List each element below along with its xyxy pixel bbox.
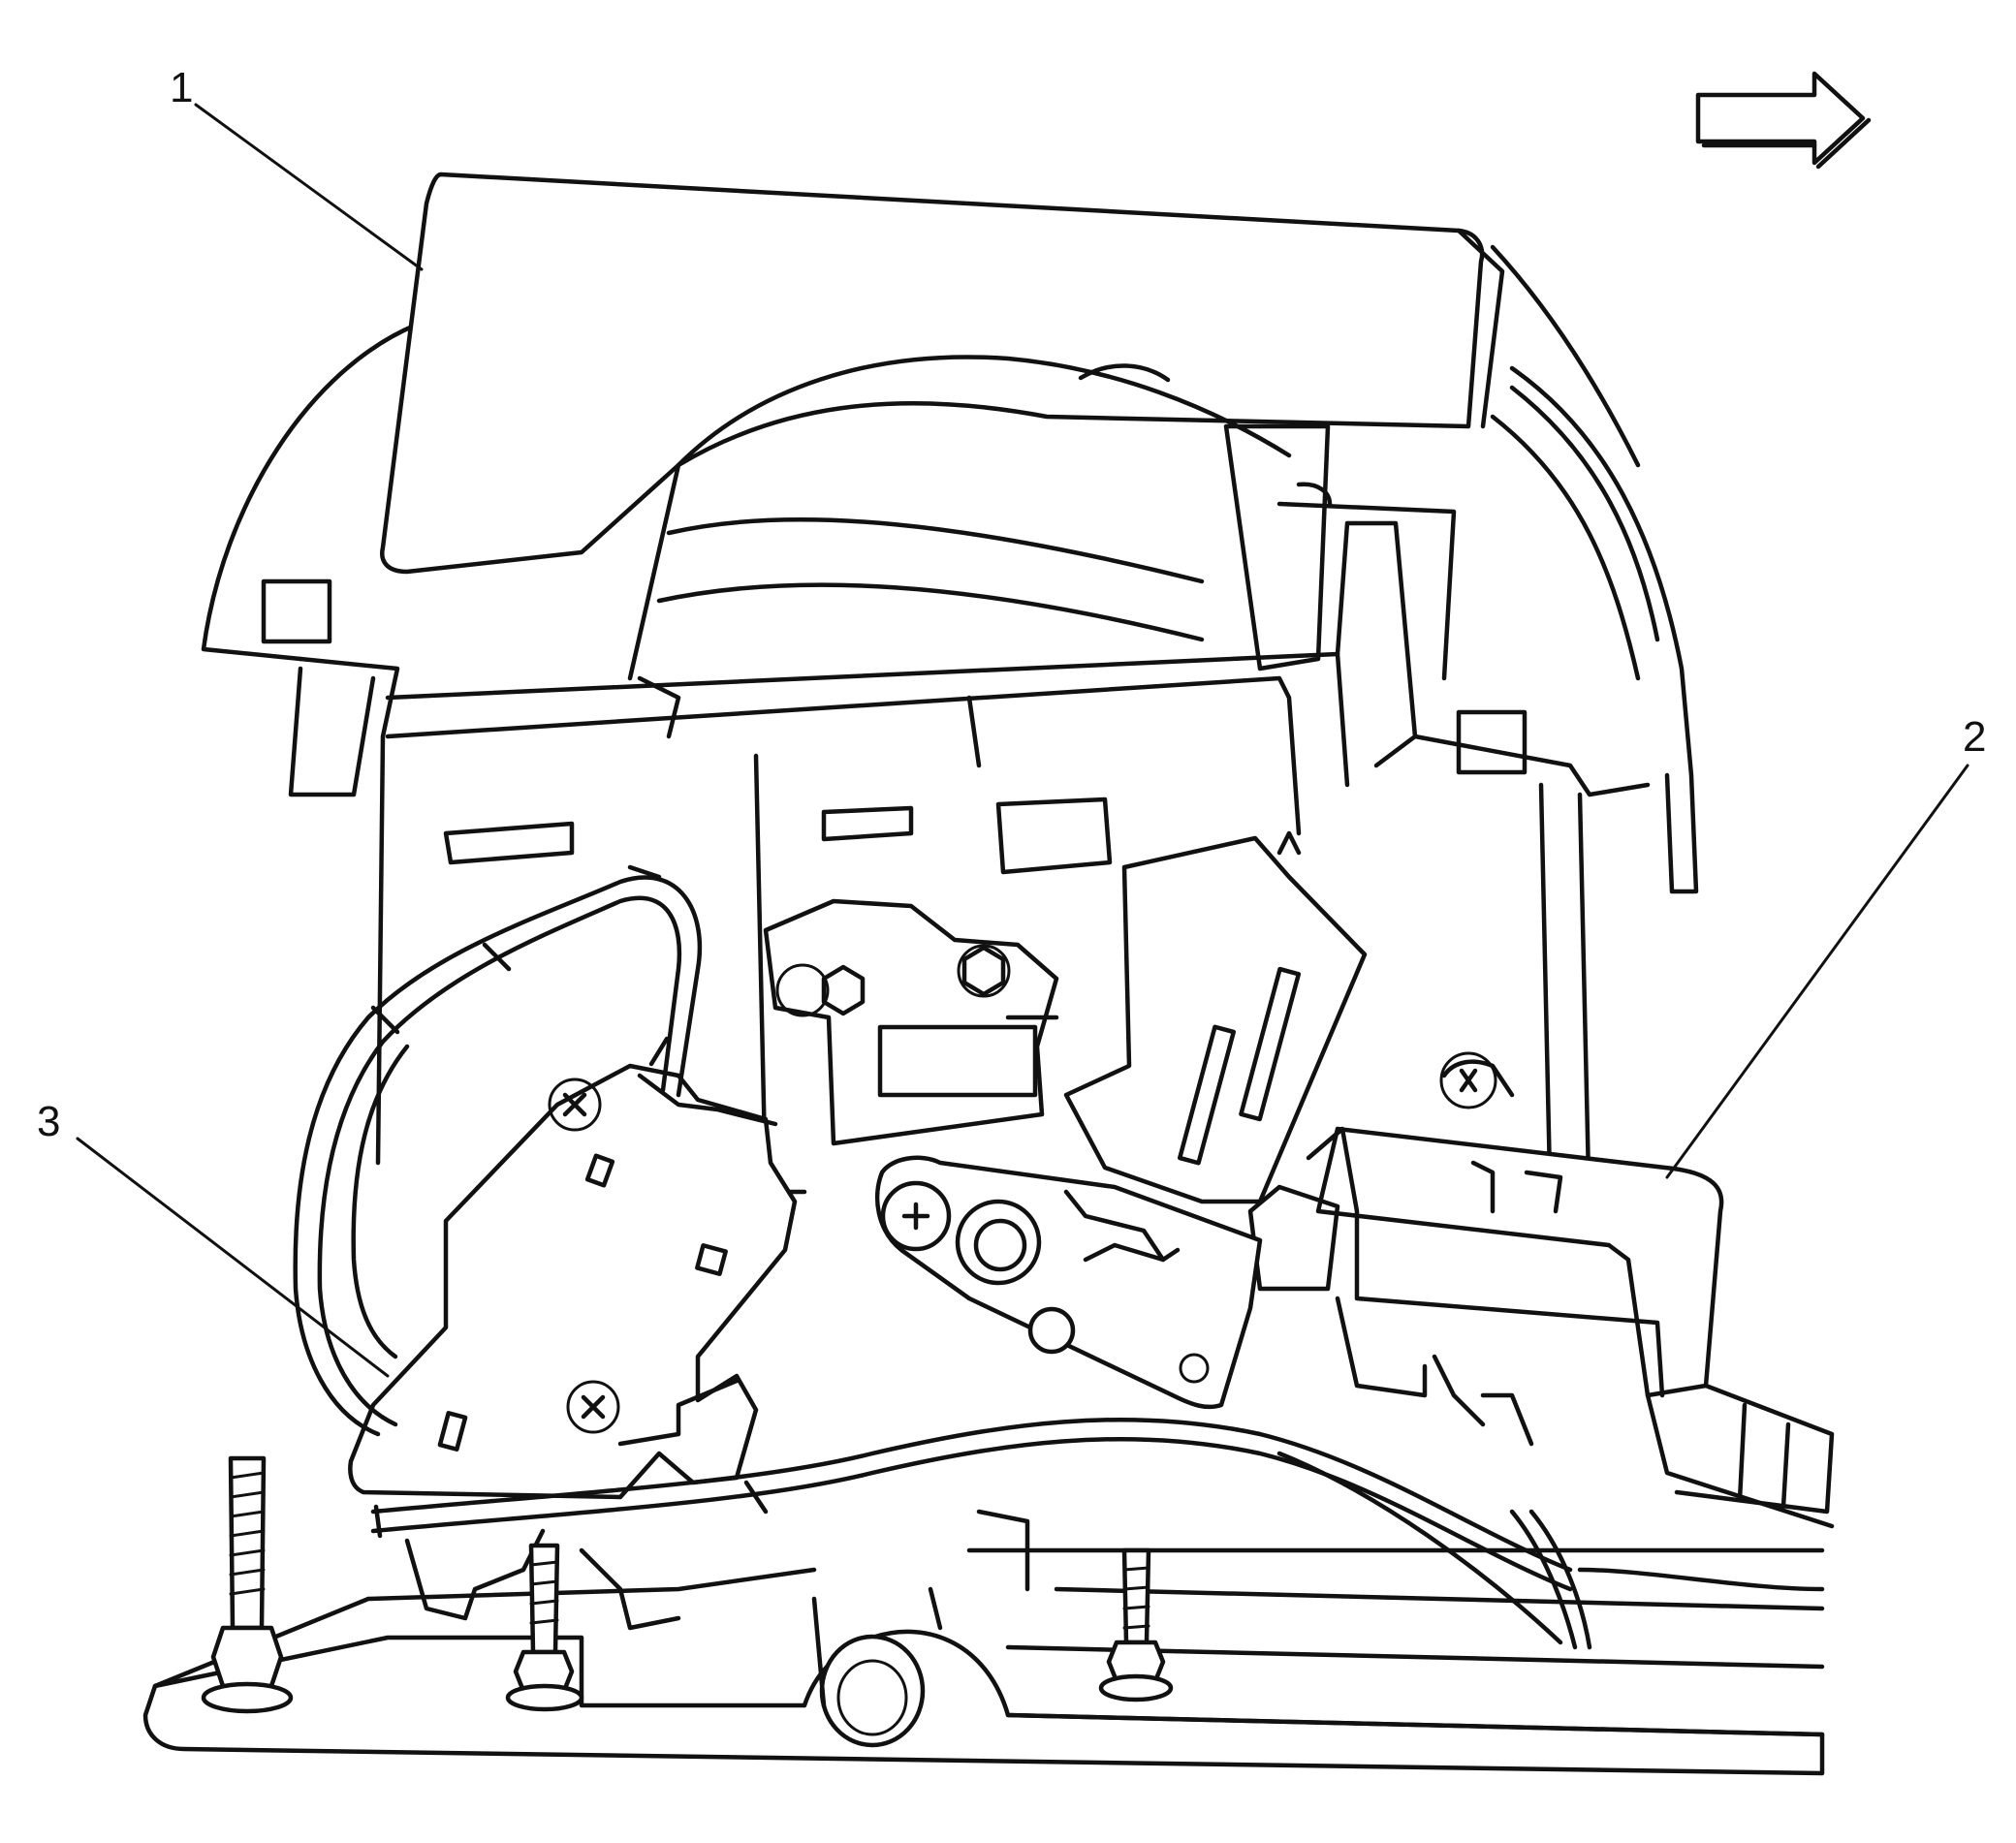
- brake-transmission-shift-interlock: [348, 1036, 798, 1500]
- park-lock-solenoid: [1247, 1051, 1835, 1529]
- cable-guide: [627, 423, 1457, 768]
- callout-3: 3: [37, 1098, 60, 1145]
- screw-icon: [562, 1092, 587, 1117]
- screw-icon: [901, 1202, 930, 1231]
- shifter-frame: [288, 365, 1699, 1224]
- callout-2: 2: [1963, 713, 1986, 761]
- screw-icon: [1459, 1068, 1478, 1093]
- hex-bolt-icon: [821, 964, 866, 1016]
- wiring-harness: [293, 864, 1825, 1650]
- leader-line-3: [76, 1137, 390, 1378]
- shifter-cover: [380, 172, 1505, 575]
- pivot-link: [874, 1155, 1263, 1410]
- rear-housing: [201, 244, 1641, 775]
- leader-line-2: [1665, 764, 1969, 1179]
- stud-bolt-right: [1098, 1547, 1174, 1702]
- screw-icon: [581, 1394, 606, 1420]
- base-plate: [142, 1509, 1825, 1776]
- leader-line-1: [194, 103, 424, 271]
- stud-bolt-center: [505, 1543, 584, 1712]
- stud-bolt-left: [201, 1455, 294, 1714]
- center-bracket: [763, 898, 1059, 1146]
- arrow-right-icon: [1695, 71, 1872, 170]
- callout-1: 1: [170, 64, 193, 111]
- hex-bolt-icon: [961, 945, 1006, 997]
